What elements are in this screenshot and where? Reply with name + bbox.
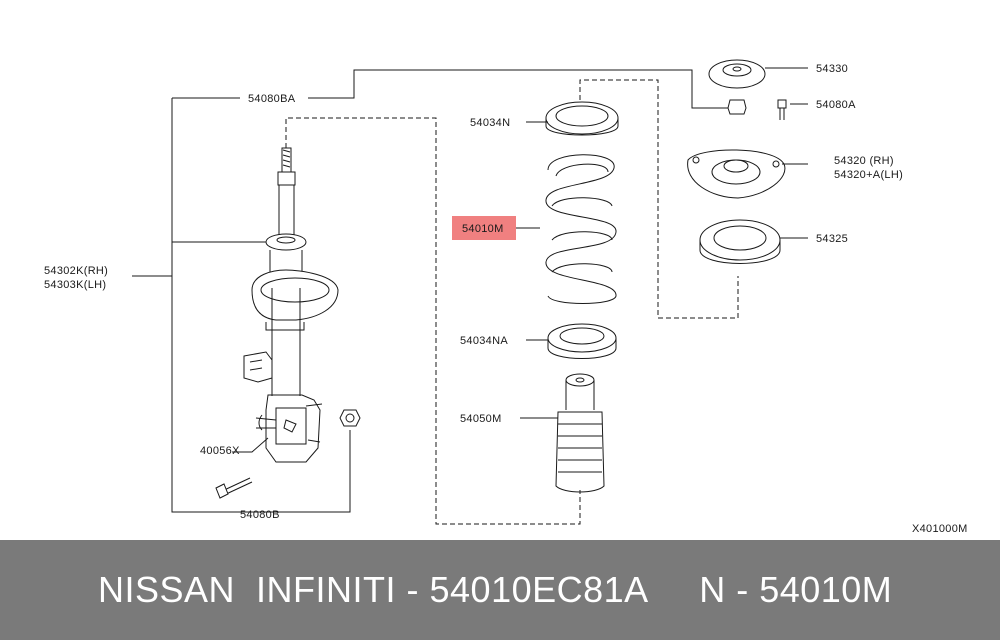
label-54320A: 54320+A(LH) — [834, 169, 903, 181]
strut-mount-drawing — [687, 149, 786, 199]
bearing-54325-drawing — [699, 219, 781, 264]
label-40056X: 40056X — [200, 445, 240, 457]
label-54302K: 54302K(RH) — [44, 265, 108, 277]
label-54303K: 54303K(LH) — [44, 279, 106, 291]
label-54010M: 54010M — [462, 223, 504, 235]
spring-seat-upper-drawing — [545, 101, 619, 136]
strut-assembly-drawing — [215, 147, 361, 499]
label-54325: 54325 — [816, 233, 848, 245]
parts-diagram: 54080BA 54302K(RH) 54303K(LH) 40056X 540… — [44, 59, 968, 535]
label-54050M: 54050M — [460, 413, 502, 425]
label-54034NA: 54034NA — [460, 335, 508, 347]
label-54080BA: 54080BA — [248, 93, 296, 105]
spring-seat-lower-drawing — [547, 323, 617, 359]
bump-stopper-drawing — [555, 373, 605, 493]
footer-part-number: NISSAN INFINITI - 54010EC81A N - 54010M — [98, 569, 893, 610]
diagram-code: X401000M — [912, 523, 968, 535]
label-54034N: 54034N — [470, 117, 510, 129]
coil-spring-drawing — [545, 154, 617, 304]
cap-54330-drawing — [708, 59, 766, 89]
label-54330: 54330 — [816, 63, 848, 75]
highlight-box — [452, 216, 516, 240]
footer-banner: NISSAN INFINITI - 54010EC81A N - 54010M — [0, 540, 1000, 640]
label-54080A: 54080A — [816, 99, 856, 111]
label-54080B: 54080B — [240, 509, 280, 521]
nut-54080A-drawing — [727, 99, 787, 120]
label-54320: 54320 (RH) — [834, 155, 894, 167]
